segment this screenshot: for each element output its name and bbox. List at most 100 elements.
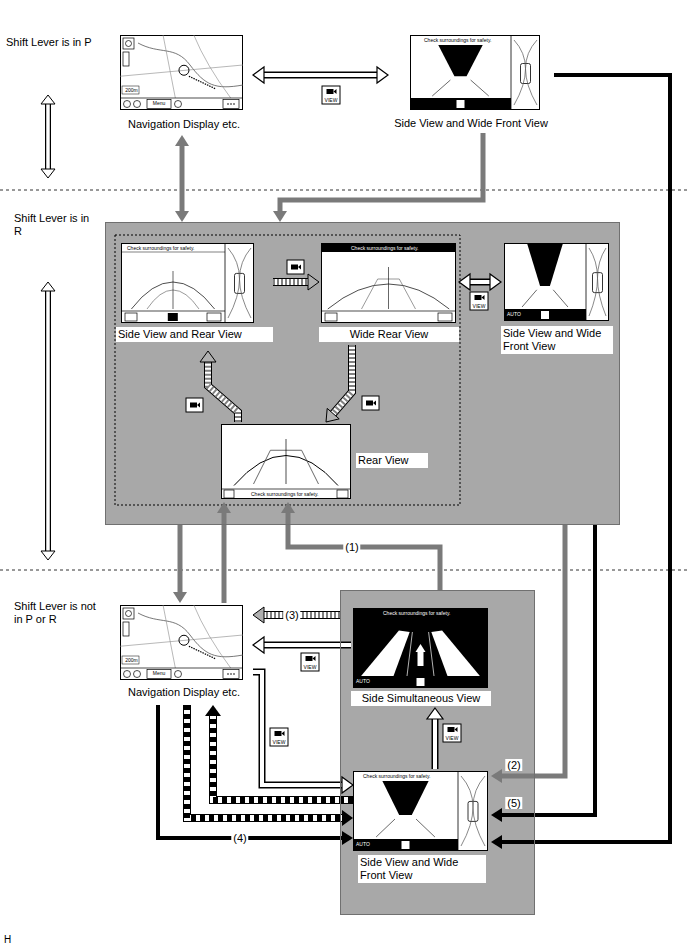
view-button-text: VIEW [301, 664, 319, 670]
connector-line [273, 278, 309, 286]
screen-graphic [227, 103, 229, 105]
shift-position-label: Shift Lever is in R [14, 212, 94, 238]
arrow-head [377, 67, 388, 83]
screen-graphic [411, 36, 540, 110]
connector-line [280, 133, 483, 212]
screen-graphic [124, 671, 131, 678]
camera-glyph [334, 89, 337, 94]
state-band: Side Simultaneous ViewCheck surroundings… [340, 590, 535, 915]
transition-arrow [459, 274, 501, 290]
state-band: Side View and Rear ViewCheck surrounding… [105, 222, 620, 525]
screen-graphic [228, 248, 240, 318]
transition-arrow [253, 637, 351, 653]
transition-arrow [491, 75, 670, 849]
screen-caption: Wide Rear View [319, 327, 459, 342]
screen-graphic [222, 425, 351, 499]
screen-graphic [163, 605, 175, 668]
screen-caption: Side View and Wide Front View [388, 116, 554, 131]
screen-graphic [124, 101, 131, 108]
transition-arrow [175, 135, 189, 222]
view-button-text: VIEW [270, 739, 288, 745]
arrow-head [173, 592, 187, 603]
arrow-head [41, 551, 55, 560]
transition-arrow [491, 525, 565, 783]
arrow-head [427, 708, 443, 719]
transition-arrow [253, 607, 340, 623]
connector-line [253, 672, 343, 785]
screen-illustration [353, 608, 488, 688]
connector-line [178, 525, 183, 593]
screen-illustration [121, 243, 254, 323]
screen-graphic [123, 38, 134, 49]
screen-graphic [194, 605, 231, 668]
screen-graphic [173, 271, 174, 309]
camera-glyph [306, 656, 313, 661]
connector-line [263, 642, 351, 649]
screen-graphic [122, 244, 254, 323]
screen-text: Menu [147, 100, 171, 106]
screen-illustration [321, 243, 456, 323]
arrow-head [491, 835, 502, 849]
connector-line [208, 361, 238, 422]
arrow-head [459, 274, 470, 290]
screen-graphic [138, 43, 243, 87]
screen-graphic [175, 101, 182, 108]
connector-line [263, 73, 378, 77]
camera-glyph [275, 731, 282, 736]
screen-graphic [147, 670, 171, 679]
screen-graphic [123, 52, 129, 66]
connector-line [180, 145, 185, 212]
screen-graphic [598, 248, 607, 316]
camera-glyph [482, 295, 485, 300]
transition-arrow [200, 351, 238, 422]
camera-glyph [190, 403, 197, 408]
connector-line [288, 512, 440, 590]
screen-graphic [240, 248, 252, 318]
screen-illustration [120, 605, 243, 680]
screen-graphic [120, 635, 243, 646]
connector-line [333, 345, 353, 414]
connector-line [433, 718, 437, 769]
arrow-head [41, 169, 55, 178]
arrow-head [491, 769, 502, 783]
connector-line [213, 715, 353, 800]
screen-graphic [207, 313, 221, 321]
screen-graphic [175, 671, 182, 678]
camera-glyph [448, 727, 455, 732]
screen-text: 200m [123, 87, 140, 93]
arrow-head [308, 274, 319, 290]
screen-graphic [126, 611, 132, 617]
screen-graphic [325, 313, 337, 321]
connector-line [187, 705, 343, 818]
screen-graphic [147, 100, 171, 109]
connector-line [469, 280, 491, 284]
camera-glyph [455, 727, 458, 732]
callout-number: (1) [343, 541, 360, 553]
arrow-head [273, 211, 287, 222]
transition-arrow [173, 525, 187, 603]
screen-caption: Side View and Rear View [116, 327, 273, 342]
connector-line [187, 705, 343, 818]
callout-number: (5) [505, 797, 522, 809]
screen-graphic [522, 290, 568, 307]
view-button-text: VIEW [470, 303, 488, 309]
connector-line [501, 525, 565, 776]
screen-graphic [123, 622, 129, 636]
screen-node: Side View and Wide Front ViewAUTO [501, 243, 613, 371]
screen-caption: Side View and Wide Front View [358, 855, 486, 883]
screen-graphic [438, 45, 482, 76]
screen-illustration [504, 243, 609, 321]
screen-graphic [410, 98, 511, 110]
screen-graphic [376, 819, 435, 837]
screen-caption: Navigation Display etc. [115, 685, 253, 700]
transition-arrow [326, 345, 352, 422]
screen-graphic [138, 613, 243, 657]
connector-line [333, 345, 353, 414]
screen-illustration [410, 35, 540, 110]
screen-caption: Side Simultaneous View [351, 691, 491, 706]
screen-graphic [227, 673, 229, 675]
screen-graphic [322, 244, 456, 323]
screen-text: AUTO [356, 841, 370, 847]
screen-graphic [353, 617, 488, 676]
screen-graphic [233, 673, 235, 675]
